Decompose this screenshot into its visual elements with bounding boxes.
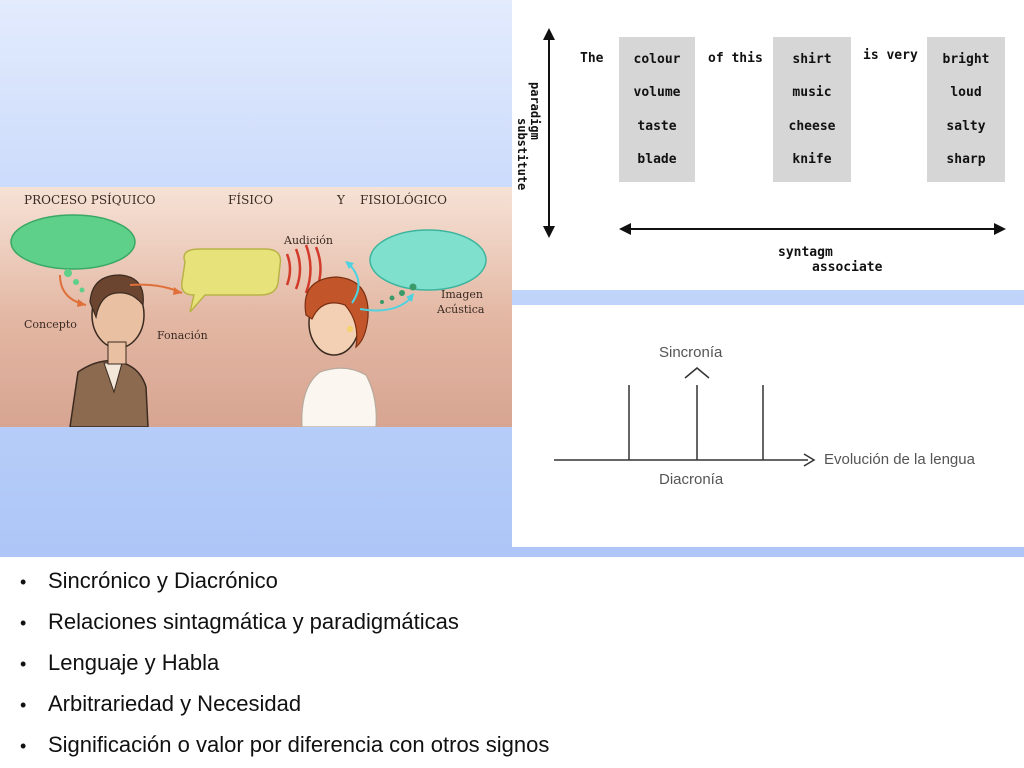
word-salty: salty <box>946 118 986 134</box>
list-item: • Significación o valor por diferencia co… <box>20 724 1024 765</box>
topic-bullet-list: • Sincrónico y Diacrónico • Relaciones sin… <box>0 560 1024 768</box>
synchrony-axes <box>554 367 816 467</box>
audicion-label: Audición <box>284 234 333 247</box>
bullet-icon: • <box>20 613 27 633</box>
fonacion-label: Fonación <box>157 329 208 342</box>
sincronia-label: Sincronía <box>659 344 723 361</box>
word-shirt: shirt <box>792 52 832 68</box>
speaker-man-figure <box>69 274 149 427</box>
list-item: • Lenguaje y Habla <box>20 642 1024 683</box>
concept-thought-bubble <box>10 214 136 293</box>
syntagm-paradigm-axes: paradigm substitute <box>515 28 1006 238</box>
hearing-arrowheads <box>345 261 414 302</box>
word-sharp: sharp <box>946 151 986 167</box>
word-knife: knife <box>792 151 832 167</box>
speech-circuit-illustration: PROCESO PSÍQUICO FÍSICO Y FISIOLÓGICO Au… <box>0 187 512 427</box>
word-bright: bright <box>942 52 990 68</box>
bullet-icon: • <box>20 736 27 756</box>
concepto-label: Concepto <box>24 318 77 331</box>
syntagm-arrow-right <box>994 223 1006 235</box>
associate-label: associate <box>812 260 883 275</box>
flow-arrowheads <box>77 287 182 307</box>
syntagm-paradigm-diagram: paradigm substitute The of this is very … <box>512 0 1024 290</box>
bullet-text: Lenguaje y Habla <box>48 650 220 675</box>
acoustic-image-thought-bubble <box>369 229 487 304</box>
word-blade: blade <box>637 151 677 167</box>
syntagm-label: syntagm <box>778 245 833 260</box>
word-music: music <box>792 85 832 101</box>
bullet-text: Sincrónico y Diacrónico <box>48 568 278 593</box>
word-taste: taste <box>637 118 677 134</box>
list-item: • Arbitrariedad y Necesidad <box>20 683 1024 724</box>
substitute-vertical-label: substitute <box>515 118 529 190</box>
bullet-text: Relaciones sintagmática y paradigmáticas <box>48 609 459 634</box>
bullet-icon: • <box>20 654 27 674</box>
y-heading: Y <box>337 193 345 207</box>
bullet-text: Arbitrariedad y Necesidad <box>48 691 302 716</box>
listener-woman-figure <box>301 276 377 427</box>
evolucion-label: Evolución de la lengua <box>824 451 975 468</box>
hearing-arrows <box>349 264 413 312</box>
syntagm-arrow-left <box>619 223 631 235</box>
word-of-this: of this <box>708 51 763 66</box>
imagen-label: Imagen <box>441 288 483 301</box>
paradigm-column-adjectives: bright loud salty sharp <box>927 37 1005 182</box>
proceso-psiquico-heading: PROCESO PSÍQUICO <box>24 193 156 207</box>
paradigm-column-nouns-2: shirt music cheese knife <box>773 37 851 182</box>
synchrony-diachrony-diagram: Sincronía Diacronía Evolución de la leng… <box>512 305 1024 547</box>
bullet-text: Significación o valor por diferencia con… <box>48 732 550 757</box>
synchrony-caret <box>684 367 710 379</box>
bullet-icon: • <box>20 572 27 592</box>
word-is-very: is very <box>863 48 918 63</box>
fisico-heading: FÍSICO <box>228 193 274 207</box>
paradigm-arrow-down <box>543 226 555 238</box>
speech-circuit-drawing <box>10 214 487 427</box>
paradigm-column-nouns-1: colour volume taste blade <box>619 37 695 182</box>
acustica-label: Acústica <box>437 303 485 316</box>
list-item: • Relaciones sintagmática y paradigmática… <box>20 601 1024 642</box>
paradigm-arrow-up <box>543 28 555 40</box>
word-loud: loud <box>950 85 982 101</box>
word-cheese: cheese <box>788 118 836 134</box>
word-volume: volume <box>633 85 681 101</box>
list-item: • Sincrónico y Diacrónico <box>20 560 1024 601</box>
diacronia-label: Diacronía <box>659 471 724 488</box>
word-colour: colour <box>633 52 681 68</box>
word-the: The <box>580 51 604 66</box>
diachrony-arrow-head <box>803 453 816 467</box>
phonation-speech-bubble <box>181 248 282 313</box>
fisiologico-heading: FISIOLÓGICO <box>360 193 448 207</box>
paradigm-vertical-label: paradigm <box>528 82 542 140</box>
bullet-icon: • <box>20 695 27 715</box>
